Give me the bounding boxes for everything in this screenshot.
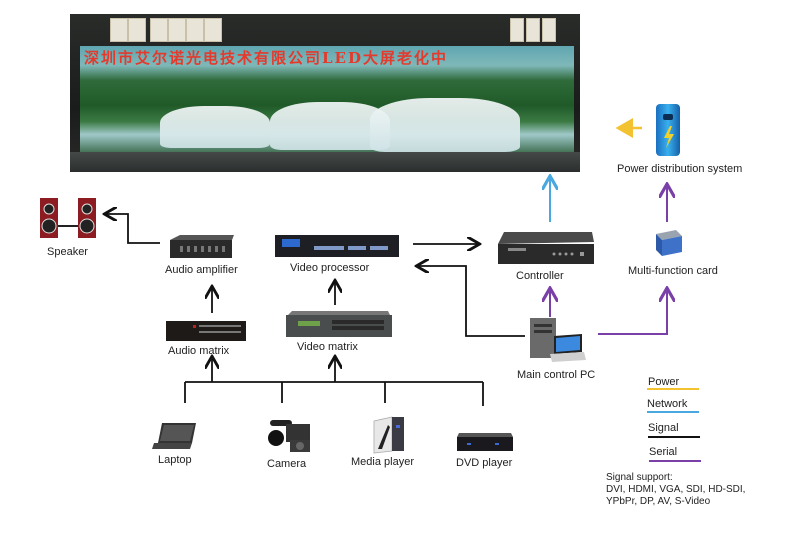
led-ticker-text: 深圳市艾尔诺光电技术有限公司LED大屏老化中	[84, 49, 448, 67]
dvd-player-label: DVD player	[456, 457, 513, 469]
legend-signal-label: Signal	[648, 422, 679, 434]
multi-function-card-icon	[656, 230, 682, 256]
audio-matrix-label: Audio matrix	[168, 345, 230, 357]
media-player-label: Media player	[351, 456, 414, 468]
window	[542, 18, 556, 42]
controller-label: Controller	[516, 270, 564, 282]
window	[186, 18, 204, 42]
signal-line	[106, 214, 160, 244]
legend-signal-line	[648, 436, 700, 438]
camera-label: Camera	[267, 458, 307, 470]
legend-serial-label: Serial	[649, 446, 678, 458]
speaker-label: Speaker	[47, 246, 88, 258]
legend-network-line	[647, 411, 699, 413]
screen-floor	[70, 152, 580, 172]
multi-function-card-label: Multi-function card	[628, 265, 718, 277]
signal-support-line1: DVI, HDMI, VGA, SDI, HD-SDI,	[606, 484, 746, 495]
window	[168, 18, 186, 42]
video-processor-label: Video processor	[290, 262, 370, 274]
dvd-player-icon	[457, 433, 513, 451]
speaker-icon	[40, 198, 96, 238]
video-matrix-icon	[286, 311, 392, 337]
led-screen-photo: 深圳市艾尔诺光电技术有限公司LED大屏老化中	[70, 14, 580, 172]
signal-support-block: Signal support: DVI, HDMI, VGA, SDI, HD-…	[606, 472, 745, 508]
laptop-label: Laptop	[158, 454, 192, 466]
window	[110, 18, 128, 42]
legend-power-line	[647, 388, 699, 390]
waterfall	[160, 106, 270, 148]
signal-support-title: Signal support:	[606, 472, 673, 483]
window	[510, 18, 524, 42]
audio-amplifier-label: Audio amplifier	[165, 264, 238, 276]
audio-matrix-icon	[166, 321, 246, 341]
laptop-icon	[152, 423, 196, 449]
window	[128, 18, 146, 42]
waterfall	[370, 98, 520, 152]
window	[150, 18, 168, 42]
video-processor-icon	[275, 235, 399, 257]
window	[526, 18, 540, 42]
legend-serial-line	[649, 460, 701, 462]
controller-icon	[498, 232, 594, 264]
audio-amplifier-icon	[170, 235, 234, 258]
window	[204, 18, 222, 42]
legend-network-label: Network	[647, 398, 688, 410]
media-player-icon	[373, 416, 404, 454]
main-control-pc-icon	[530, 318, 586, 362]
video-matrix-label: Video matrix	[297, 341, 358, 353]
serial-line	[598, 290, 667, 335]
camera-icon	[268, 420, 310, 452]
legend-power-label: Power	[648, 376, 680, 388]
signal-support-line2: YPbPr, DP, AV, S-Video	[606, 496, 711, 507]
power-distribution-icon	[656, 104, 680, 156]
power-distribution-label: Power distribution system	[617, 163, 743, 175]
main-control-pc-label: Main control PC	[517, 369, 596, 381]
signal-line	[418, 266, 525, 337]
